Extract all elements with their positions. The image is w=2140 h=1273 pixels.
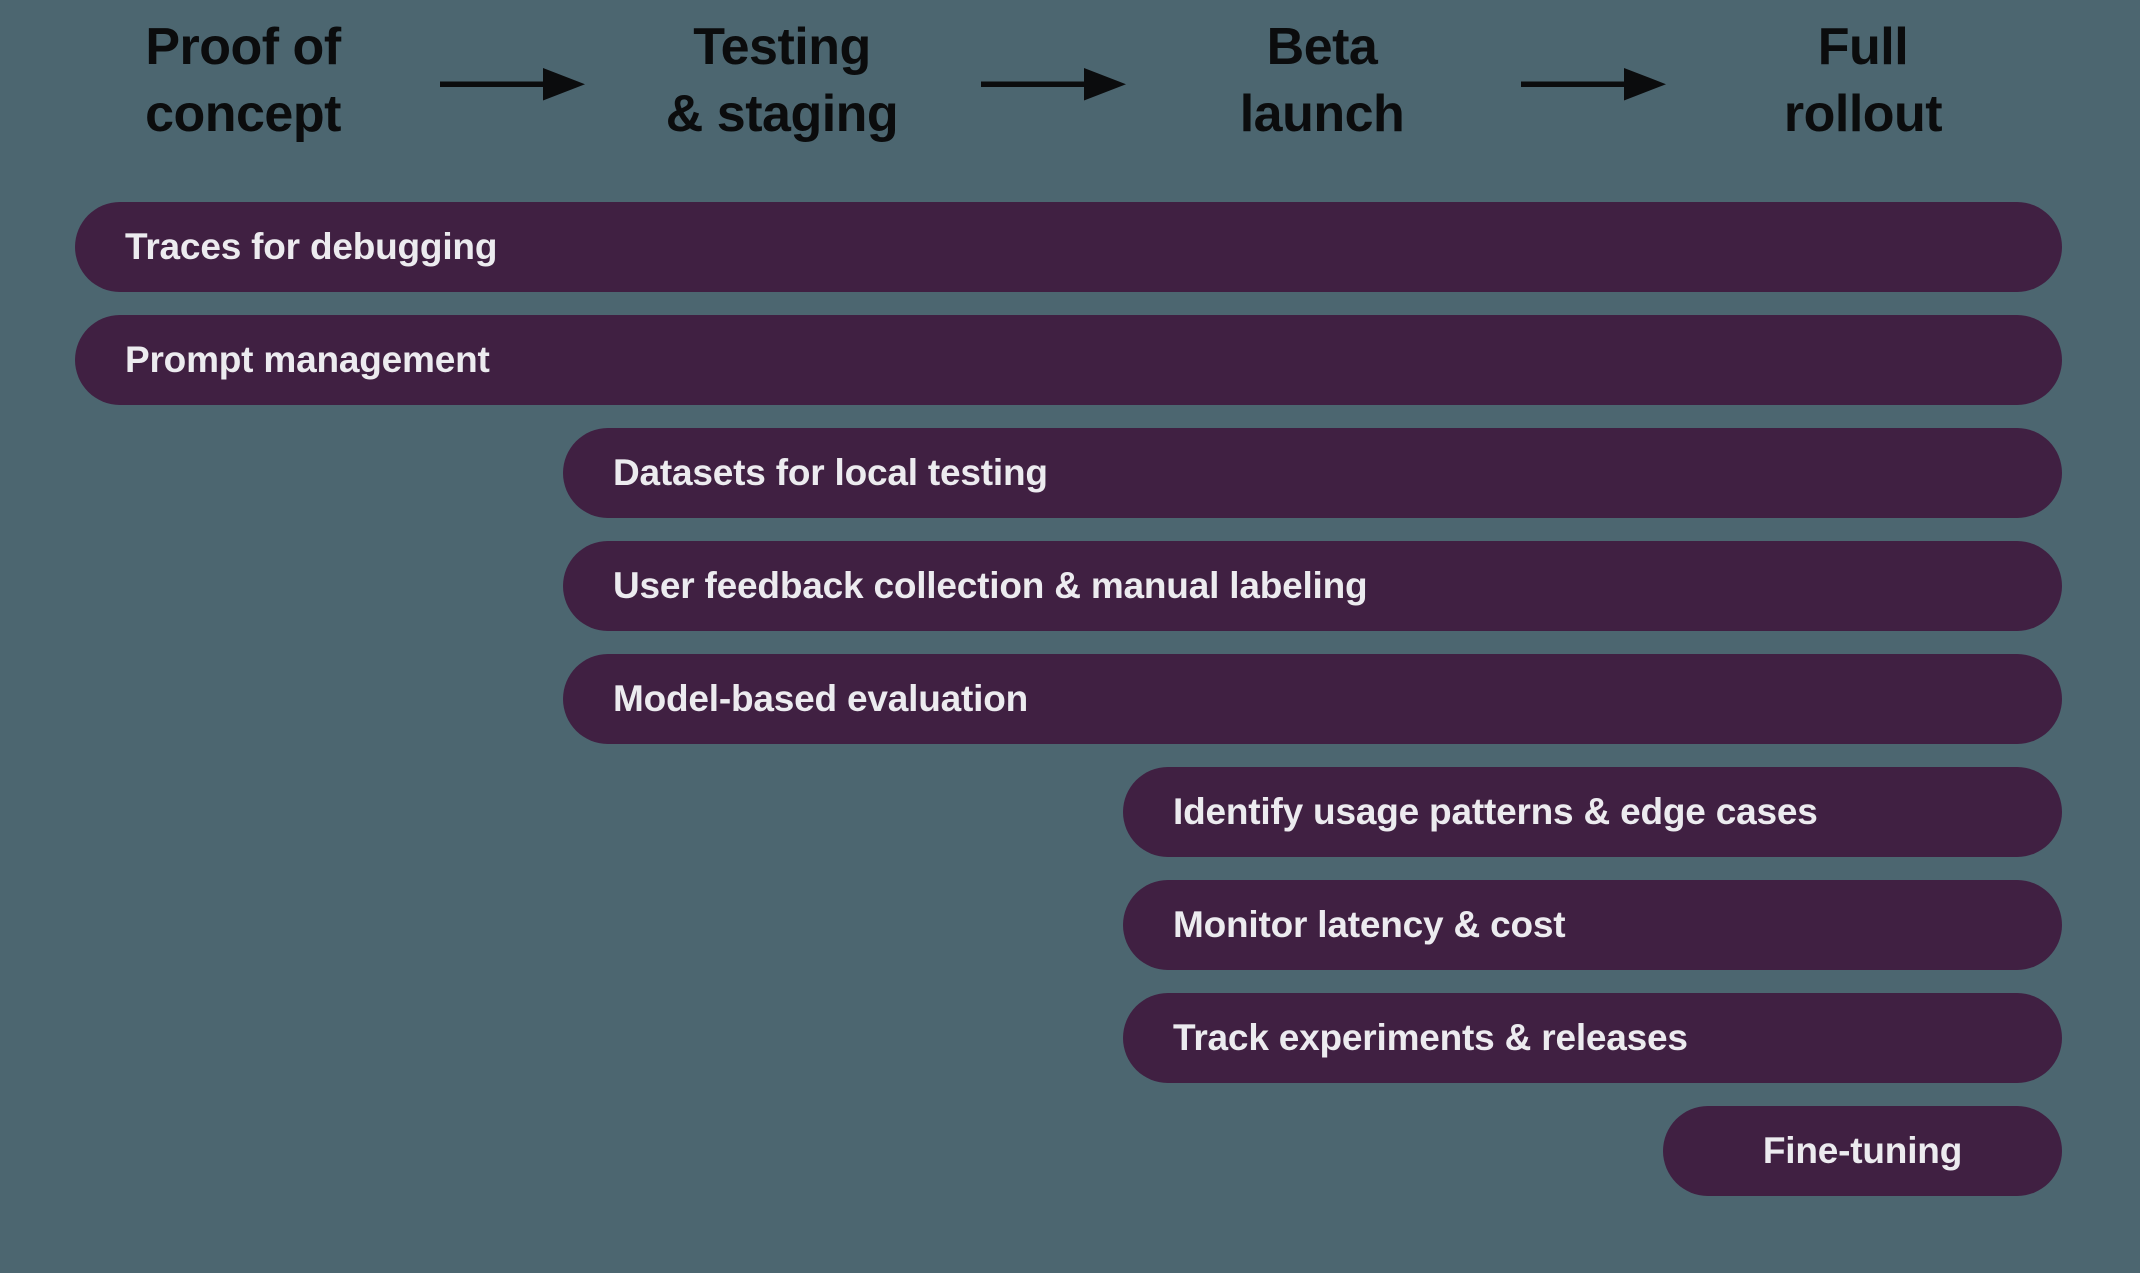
stage-label-3: Beta launch	[1239, 18, 1405, 143]
capability-bar[interactable]: Track experiments & releases	[1123, 993, 2062, 1083]
capability-bar-label: Track experiments & releases	[1173, 1017, 1688, 1058]
capability-bar-label: Traces for debugging	[125, 226, 498, 267]
stage-label-1: Proof of concept	[145, 18, 341, 143]
capability-bar-label: Prompt management	[125, 339, 490, 380]
capability-bar[interactable]: User feedback collection & manual labeli…	[563, 541, 2062, 631]
stage-label-2: Testing & staging	[665, 18, 899, 143]
arrow-stage-3-to-4-icon	[1521, 62, 1666, 106]
stage-label-4: Full rollout	[1783, 18, 1943, 143]
capability-bar[interactable]: Prompt management	[75, 315, 2062, 405]
capability-bar[interactable]: Identify usage patterns & edge cases	[1123, 767, 2062, 857]
capability-bar[interactable]: Monitor latency & cost	[1123, 880, 2062, 970]
arrow-stage-2-to-3-icon	[981, 62, 1126, 106]
capability-bar-label: Fine-tuning	[1762, 1130, 1963, 1171]
arrow-stage-1-to-2-icon	[440, 62, 585, 106]
capability-bar[interactable]: Fine-tuning	[1663, 1106, 2062, 1196]
capability-bar-label: Datasets for local testing	[613, 452, 1048, 493]
capability-bar-label: Model-based evaluation	[613, 678, 1029, 719]
capability-bar-label: Identify usage patterns & edge cases	[1173, 791, 1818, 832]
capability-bar[interactable]: Datasets for local testing	[563, 428, 2062, 518]
capability-bar[interactable]: Traces for debugging	[75, 202, 2062, 292]
capability-bar[interactable]: Model-based evaluation	[563, 654, 2062, 744]
capability-bar-label: Monitor latency & cost	[1173, 904, 1566, 945]
capability-bar-label: User feedback collection & manual labeli…	[613, 565, 1368, 606]
